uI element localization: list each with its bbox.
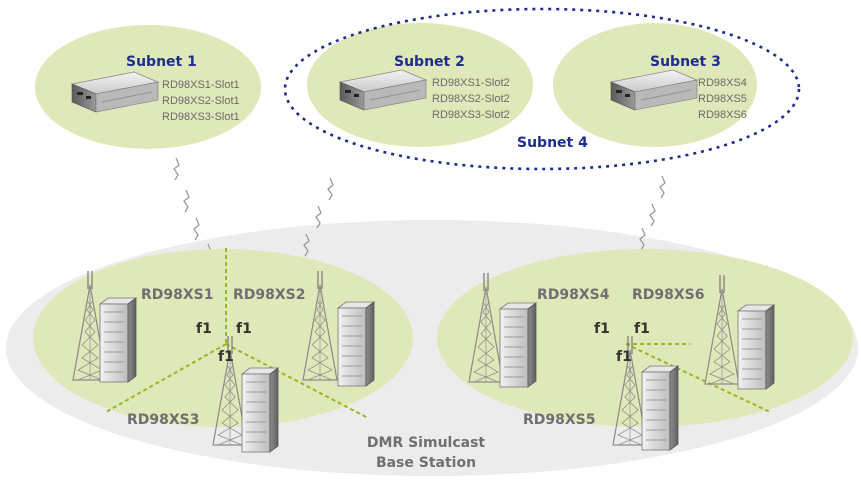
site-label-rd98xs1: RD98XS1 (141, 287, 214, 303)
subnet-4-outline (283, 7, 801, 171)
frequency-label: f1 (218, 349, 234, 365)
left-sector-lines (105, 248, 369, 419)
repeater-cabinet-icon (641, 365, 679, 451)
subnet-4-title: Subnet 4 (517, 135, 588, 151)
frequency-label: f1 (616, 349, 632, 365)
subnet-1-unit: RD98XS1-Slot1 (162, 79, 240, 91)
subnet-3-unit: RD98XS6 (698, 109, 747, 121)
site-label-rd98xs5: RD98XS5 (523, 412, 596, 428)
site-label-rd98xs4: RD98XS4 (537, 287, 610, 303)
subnet-2-title: Subnet 2 (394, 54, 465, 70)
subnet-2-unit: RD98XS1-Slot2 (432, 77, 510, 89)
repeater-cabinet-icon (337, 301, 375, 387)
subnet-3-unit: RD98XS4 (698, 77, 747, 89)
base-station-caption-line2: Base Station (376, 455, 476, 471)
subnet-1-unit: RD98XS2-Slot1 (162, 95, 240, 107)
subnet-2-unit: RD98XS2-Slot2 (432, 93, 510, 105)
site-label-rd98xs3: RD98XS3 (127, 412, 200, 428)
right-sector-lines (625, 343, 771, 413)
subnet-3-unit: RD98XS5 (698, 93, 747, 105)
frequency-label: f1 (236, 321, 252, 337)
repeater-cabinet-icon (241, 367, 279, 453)
subnet-3-title: Subnet 3 (650, 54, 721, 70)
subnet-1-title: Subnet 1 (126, 54, 197, 70)
frequency-label: f1 (196, 321, 212, 337)
frequency-label: f1 (634, 321, 650, 337)
base-station-caption-line1: DMR Simulcast (367, 435, 486, 451)
site-label-rd98xs6: RD98XS6 (632, 287, 705, 303)
repeater-cabinet-icon (737, 304, 775, 390)
site-label-rd98xs2: RD98XS2 (233, 287, 306, 303)
subnet-2-unit: RD98XS3-Slot2 (432, 109, 510, 121)
repeater-cabinet-icon (99, 297, 137, 383)
frequency-label: f1 (594, 321, 610, 337)
repeater-cabinet-icon (499, 302, 537, 388)
subnet-1-unit: RD98XS3-Slot1 (162, 111, 240, 123)
